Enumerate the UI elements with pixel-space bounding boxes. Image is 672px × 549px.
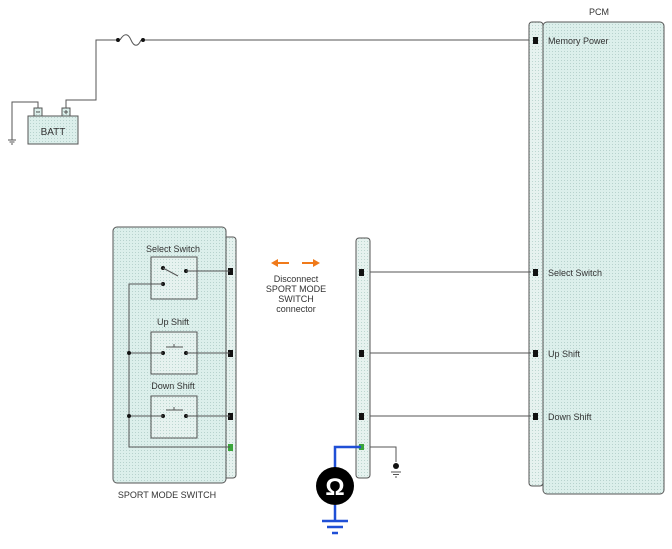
sport-switch-common-wire [128,283,230,448]
disconnect-note-line-3: SWITCH [278,294,314,304]
battery-ground-wire [11,101,39,140]
battery-body [27,115,79,145]
pcm-pin-down-shift: Down Shift [548,412,592,422]
fuse-icon [116,34,145,46]
battery-label: BATT [41,127,66,138]
pcm-pin-memory-power: Memory Power [548,36,609,46]
pcm-pin-up-shift: Up Shift [548,349,581,359]
ohmmeter-lead-wire [333,445,361,468]
ohmmeter-ground-icon [322,519,348,535]
sport-switch-pins [228,268,233,420]
battery: BATT [27,107,79,145]
disconnect-arrows [271,259,320,267]
sport-switch-label-up: Up Shift [157,317,190,327]
down-shift-switch-element [150,395,230,439]
disconnect-note-line-4: connector [276,304,316,314]
disconnect-note-line-2: SPORT MODE [266,284,326,294]
pcm-title: PCM [589,7,609,17]
sport-switch-label-down: Down Shift [151,381,195,391]
battery-ground-icon [8,139,16,145]
harness-pins [359,269,364,420]
ohmmeter-symbol: Ω [325,474,344,501]
battery-positive-wire [65,39,116,108]
sport-switch-ground-pin [228,444,233,451]
harness-ground-wire [370,446,397,462]
select-switch-element [150,256,230,300]
pcm-pins [533,37,538,420]
pcm-pin-select-switch: Select Switch [548,268,602,278]
sport-switch-caption: SPORT MODE SWITCH [118,490,216,500]
harness-ground-icon [391,463,401,478]
pcm-module [542,21,665,495]
sport-switch-label-select: Select Switch [146,244,200,254]
ohmmeter-icon: Ω [316,467,354,505]
harness-ground-pin [359,444,364,450]
disconnect-note-line-1: Disconnect [274,274,319,284]
